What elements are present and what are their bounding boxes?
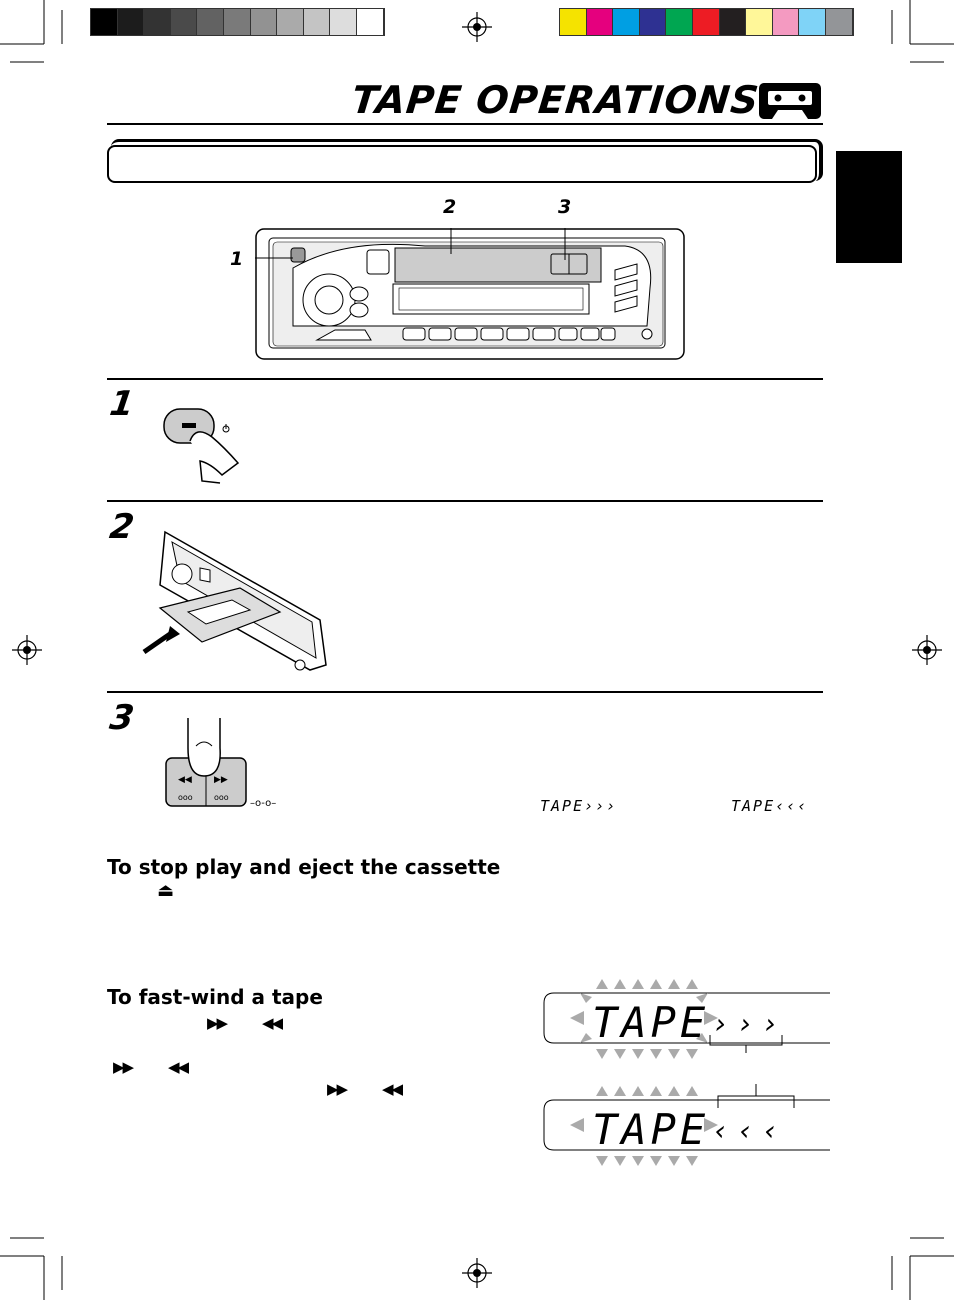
play-button-press-illustration: ◀◀ ▶▶ ooo ooo –o-o– — [165, 718, 276, 809]
cassette-icon — [759, 83, 821, 119]
step3-display-reverse: TAPE‹‹‹ — [731, 797, 809, 815]
gray-swatch — [250, 9, 278, 35]
gray-swatch — [117, 9, 145, 35]
lcd-display-forward-wind: TAPE ››› — [543, 979, 830, 1059]
color-swatch — [825, 9, 853, 35]
callout-2: 2 — [443, 196, 457, 218]
language-tab — [836, 151, 902, 263]
color-swatch — [772, 9, 800, 35]
svg-text:ooo: ooo — [214, 793, 229, 802]
svg-text:–o-o–: –o-o– — [250, 798, 276, 809]
step-rule-1 — [107, 378, 823, 380]
color-calibration-bar — [559, 8, 854, 36]
rewind-icon: ◀◀ — [262, 1014, 283, 1032]
rewind-icon-3: ◀◀ — [382, 1080, 403, 1098]
gray-swatch — [277, 9, 304, 35]
grayscale-calibration-bar — [90, 8, 385, 36]
power-button-press-illustration — [163, 408, 240, 484]
lcd-display-rewind: TAPE ‹‹‹ — [543, 1084, 830, 1166]
callout-3: 3 — [558, 196, 572, 218]
svg-text:TAPE: TAPE — [592, 998, 709, 1047]
eject-icon: ⏏ — [157, 880, 174, 901]
color-swatch — [746, 9, 773, 35]
car-stereo-front-panel — [255, 228, 685, 360]
gray-swatch — [197, 9, 224, 35]
gray-swatch — [303, 9, 331, 35]
svg-text:›››: ››› — [712, 1007, 787, 1040]
step-rule-2 — [107, 500, 823, 502]
stop-eject-heading: To stop play and eject the cassette — [107, 855, 501, 879]
title-rule — [107, 123, 823, 125]
color-swatch — [692, 9, 720, 35]
section-heading-box — [107, 145, 817, 183]
fast-wind-heading: To fast-wind a tape — [107, 985, 323, 1009]
color-swatch — [799, 9, 826, 35]
color-swatch — [560, 9, 587, 35]
color-swatch — [639, 9, 667, 35]
insert-cassette-illustration — [142, 530, 327, 671]
color-swatch — [666, 9, 693, 35]
gray-swatch — [330, 9, 357, 35]
color-swatch — [613, 9, 640, 35]
svg-text:ooo: ooo — [178, 793, 193, 802]
gray-swatch — [223, 9, 251, 35]
step3-display-forward: TAPE››› — [540, 797, 618, 815]
fast-forward-icon: ▶▶ — [207, 1014, 228, 1032]
gray-swatch — [170, 9, 198, 35]
svg-text:‹‹‹: ‹‹‹ — [712, 1114, 787, 1147]
step-rule-3 — [107, 691, 823, 693]
gray-swatch — [91, 9, 118, 35]
fast-forward-icon-3: ▶▶ — [327, 1080, 348, 1098]
heading-box-shadow — [111, 139, 823, 181]
rewind-icon-2: ◀◀ — [168, 1058, 189, 1076]
page-title: TAPE OPERATIONS — [349, 78, 762, 122]
gray-swatch — [356, 9, 384, 35]
color-swatch — [586, 9, 614, 35]
callout-1: 1 — [230, 248, 244, 270]
svg-text:TAPE: TAPE — [592, 1105, 709, 1154]
color-swatch — [719, 9, 747, 35]
gray-swatch — [144, 9, 171, 35]
svg-text:▶▶: ▶▶ — [214, 775, 228, 785]
svg-text:◀◀: ◀◀ — [178, 775, 192, 785]
fast-forward-icon-2: ▶▶ — [113, 1058, 134, 1076]
